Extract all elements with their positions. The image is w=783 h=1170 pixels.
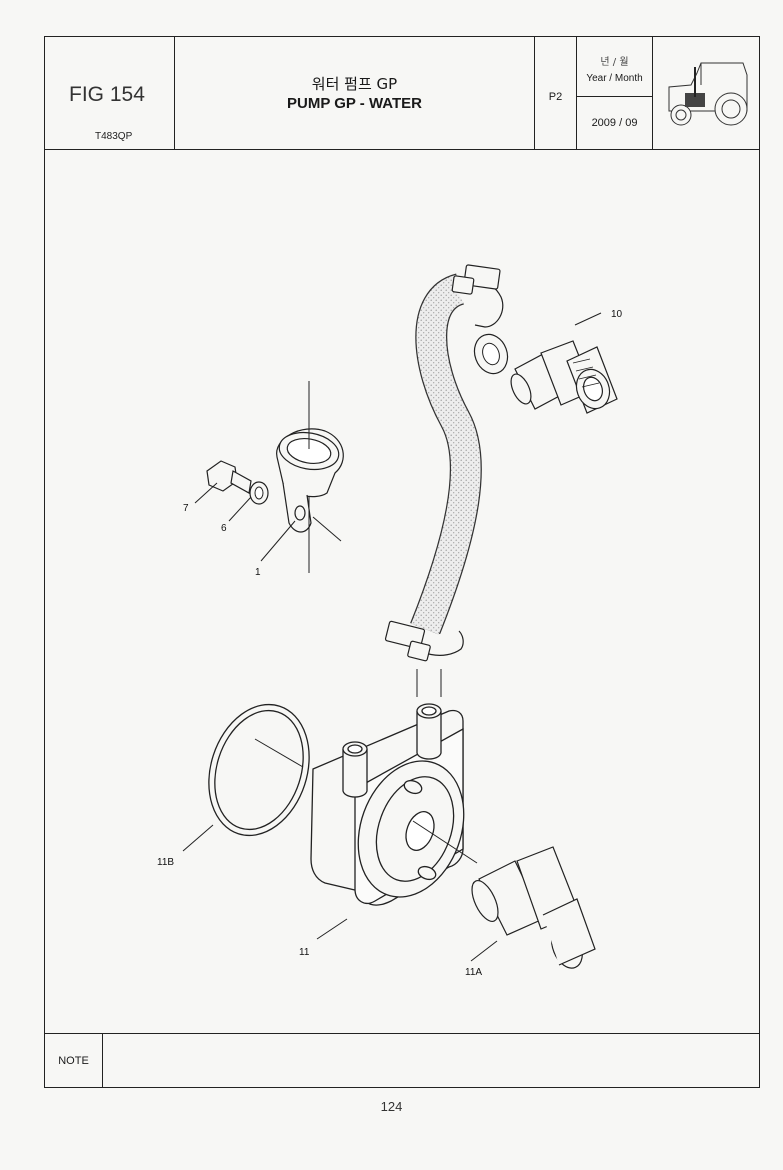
page-frame: FIG 154 T483QP 워터 펌프 GP PUMP GP - WATER … xyxy=(44,36,760,1088)
title-korean: 워터 펌프 GP xyxy=(311,75,398,93)
page-code: P2 xyxy=(548,91,563,103)
fig-number: FIG 154 xyxy=(69,83,145,106)
part-10-fitting xyxy=(510,340,618,414)
year-month-korean: 년 / 월 xyxy=(600,57,629,68)
callout-10: 10 xyxy=(611,309,623,320)
date-cell: 년 / 월 Year / Month 2009 / 09 xyxy=(577,37,653,149)
part-7-bolt xyxy=(206,460,252,494)
hose-assembly xyxy=(384,264,509,662)
part-11-pump-body xyxy=(310,669,478,906)
year-month-label-box: 년 / 월 Year / Month xyxy=(577,37,652,97)
hose-clamp-bottom xyxy=(384,620,464,662)
title-english: PUMP GP - WATER xyxy=(286,95,422,112)
callout-11b: 11B xyxy=(157,857,174,868)
date-value: 2009 / 09 xyxy=(591,117,638,129)
hose-clamp-top xyxy=(451,264,504,328)
note-label: NOTE xyxy=(45,1034,103,1087)
callout-6: 6 xyxy=(221,523,227,534)
tractor-icon xyxy=(668,62,748,126)
page-number: 124 xyxy=(380,1099,403,1114)
tractor-thumbnail-cell xyxy=(653,37,759,149)
callout-7: 7 xyxy=(183,503,189,514)
callout-leaders xyxy=(182,312,602,962)
part-1-clip xyxy=(276,381,344,573)
callout-11a: 11A xyxy=(465,967,482,978)
callout-1: 1 xyxy=(255,567,261,578)
year-month-english: Year / Month xyxy=(586,73,643,84)
page-code-cell: P2 xyxy=(535,37,577,149)
note-row: NOTE xyxy=(45,1033,759,1087)
callout-11: 11 xyxy=(299,947,310,958)
part-11b-o-ring xyxy=(208,703,310,837)
model-code: T483QP xyxy=(95,131,133,142)
title-block: FIG 154 T483QP 워터 펌프 GP PUMP GP - WATER … xyxy=(45,37,759,150)
exploded-parts-diagram: 10 7 6 1 11B 11 11A xyxy=(157,264,623,978)
fig-cell: FIG 154 T483QP xyxy=(45,37,175,149)
part-11a-fitting xyxy=(471,846,596,969)
title-cell: 워터 펌프 GP PUMP GP - WATER xyxy=(175,37,535,149)
